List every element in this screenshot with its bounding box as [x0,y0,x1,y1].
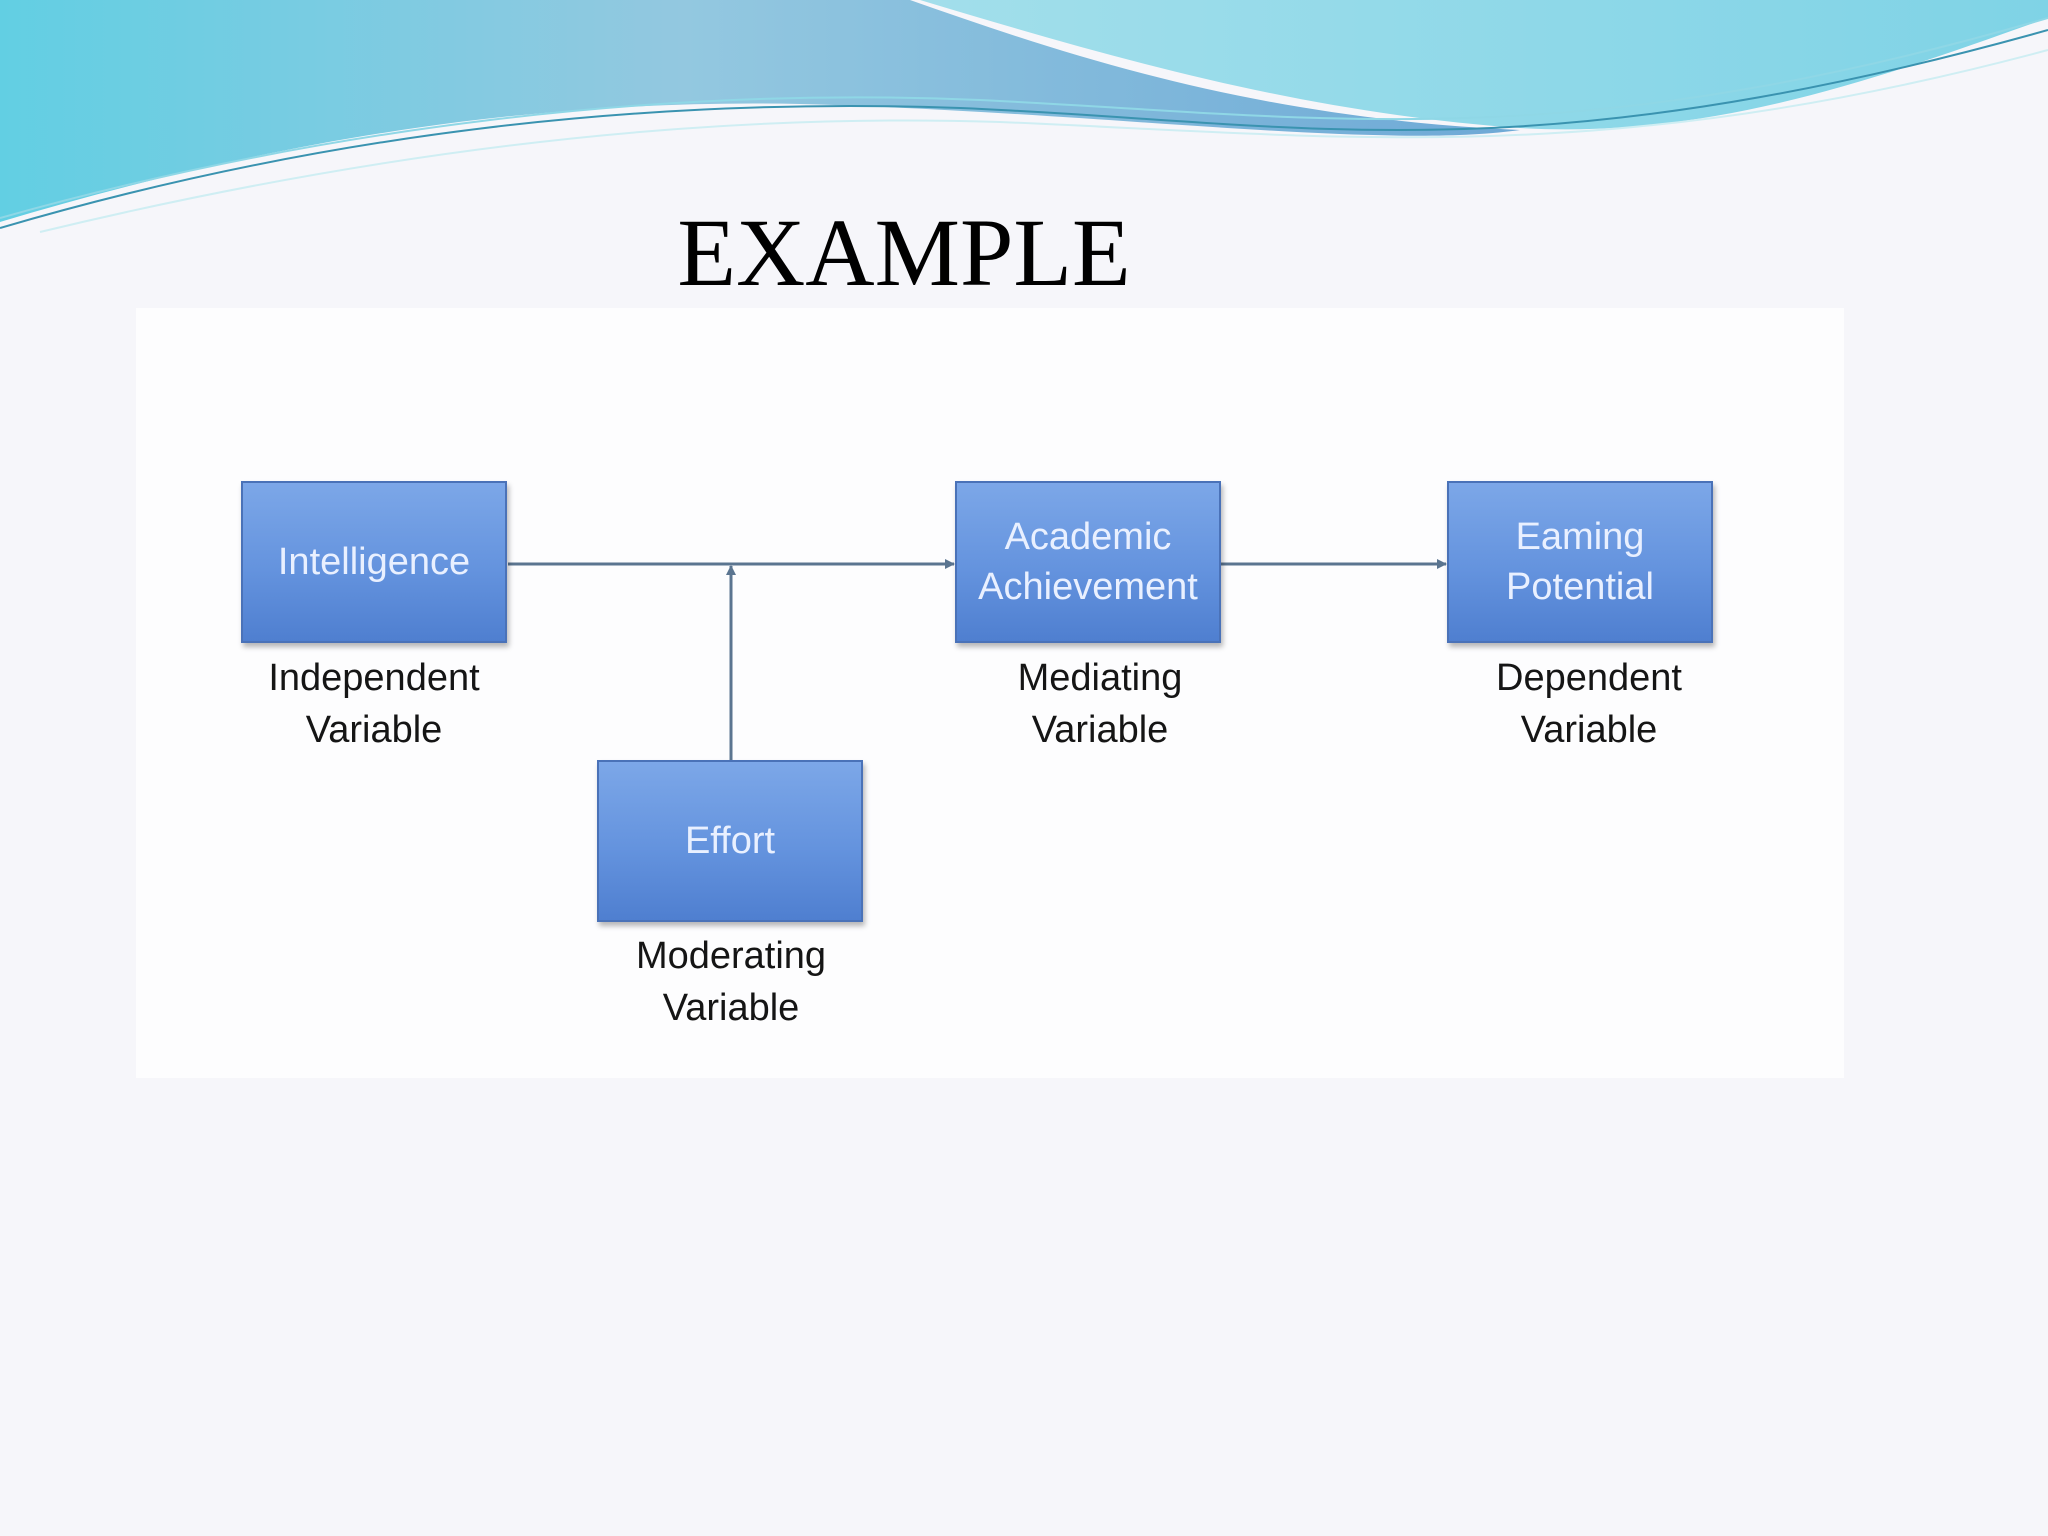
moderating-variable-line2: Variable [662,987,800,1029]
earning-potential-line1: Eaming [1515,516,1645,558]
effort-box-label: Effort [684,820,776,862]
header-wave-decoration [0,0,2048,233]
effort-box: Effort [597,760,863,922]
academic-achievement-box: Academic Achievement [955,481,1221,643]
earning-potential-box-label: Eaming Potential [1506,512,1654,612]
earning-potential-line2: Potential [1506,566,1654,608]
independent-variable-line1: Independent [268,657,480,699]
independent-variable-line2: Variable [305,709,443,751]
intelligence-box: Intelligence [241,481,507,643]
moderating-variable-line1: Moderating [635,935,827,977]
dependent-variable-label: Dependent Variable [1429,652,1749,756]
dependent-variable-line2: Variable [1520,709,1658,751]
mediating-variable-line1: Mediating [1017,657,1183,699]
academic-achievement-box-label: Academic Achievement [978,512,1198,612]
independent-variable-label: Independent Variable [214,652,534,756]
earning-potential-box: Eaming Potential [1447,481,1713,643]
slide-title: EXAMPLE [677,199,1131,306]
mediating-variable-line2: Variable [1031,709,1169,751]
academic-achievement-line2: Achievement [978,566,1198,608]
academic-achievement-line1: Academic [1004,516,1172,558]
dependent-variable-line1: Dependent [1496,657,1682,699]
mediating-variable-label: Mediating Variable [940,652,1260,756]
intelligence-box-label: Intelligence [277,541,471,583]
diagram-panel [136,308,1844,1078]
moderating-variable-label: Moderating Variable [571,930,891,1034]
